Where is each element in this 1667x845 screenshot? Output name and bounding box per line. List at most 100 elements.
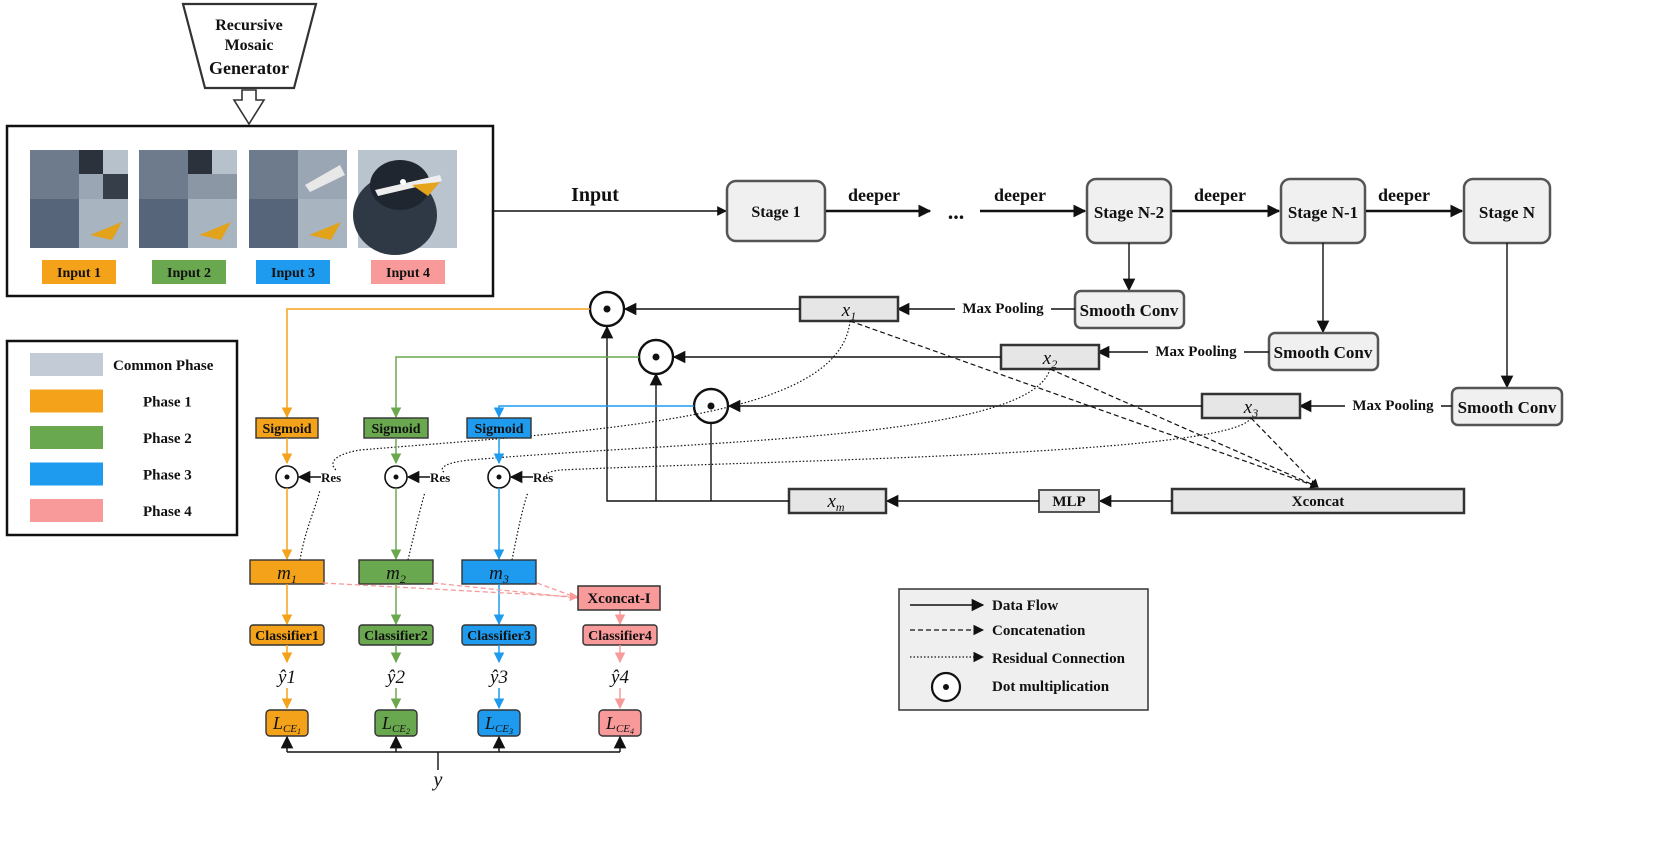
- smooth-conv-1: Smooth Conv: [1073, 289, 1186, 330]
- concat-dash-x2: [1049, 368, 1319, 488]
- legend-phase-1: Phase 1: [30, 389, 192, 413]
- feature-x2: x2: [999, 343, 1101, 371]
- svg-text:x3: x3: [1243, 397, 1258, 420]
- legend-phase-3: Phase 3: [30, 462, 192, 486]
- legend-dot-mult: Dot multiplication: [992, 679, 1110, 695]
- yhat-label-4: ŷ4: [609, 667, 629, 688]
- res-label-1: Res: [321, 470, 341, 485]
- legend-phase-label-4: Phase 4: [143, 504, 192, 520]
- m-label-2: m2: [386, 563, 406, 586]
- phase2-branch-line: [390, 356, 639, 419]
- input-label-text-1: Input 1: [57, 266, 101, 281]
- legend-phase-label-2: Phase 2: [143, 431, 192, 447]
- legend-phase-2: Phase 2: [30, 426, 192, 449]
- dot-mult-3: [692, 387, 730, 425]
- classifier-label-1: Classifier1: [255, 629, 319, 644]
- mosaic-image-2: [139, 150, 237, 248]
- xconcat-box: Xconcat: [1170, 487, 1466, 515]
- ellipsis: ...: [948, 199, 965, 224]
- smooth-conv-1-label: Smooth Conv: [1080, 301, 1179, 320]
- input-label-2: Input 2: [152, 260, 226, 284]
- classifier-label-2: Classifier2: [364, 629, 428, 644]
- maxpool-label-3: Max Pooling: [1352, 398, 1434, 414]
- deeper-label-3: deeper: [1194, 185, 1246, 205]
- residual-curve-x1: [332, 320, 851, 471]
- deeper-label-1: deeper: [848, 185, 900, 205]
- phase3-branch-line: [493, 405, 694, 419]
- legend-residual: Residual Connection: [992, 651, 1126, 667]
- generator-line1: Recursive: [215, 17, 283, 34]
- phase1-branch-line: [281, 308, 590, 419]
- legend-phase-4: Phase 4: [30, 499, 192, 522]
- legend-data-flow: Data Flow: [992, 598, 1058, 614]
- loss-label-3: LCE3: [484, 713, 513, 736]
- feature-x3: x3: [1200, 392, 1302, 420]
- res-label-3: Res: [533, 470, 553, 485]
- input-label-text-4: Input 4: [386, 266, 430, 281]
- m-label-3: m3: [489, 563, 509, 586]
- xconcat-i-label: Xconcat-I: [587, 591, 650, 607]
- bird-image-4: [353, 150, 457, 255]
- legend-concatenation: Concatenation: [992, 623, 1086, 639]
- generator-line3: Generator: [209, 58, 289, 78]
- loss-label-1: LCE1: [272, 713, 301, 736]
- xconcat-i-box: Xconcat-I: [577, 585, 661, 611]
- smooth-conv-3-label: Smooth Conv: [1458, 398, 1557, 417]
- yhat-label-2: ŷ2: [385, 667, 405, 688]
- stage-n-1: Stage N-1: [1279, 177, 1367, 245]
- stage-n-2: Stage N-2: [1085, 177, 1173, 245]
- deeper-label-2: deeper: [994, 185, 1046, 205]
- yhat-label-1: ŷ1: [276, 667, 296, 688]
- legend-phase-label-0: Common Phase: [113, 358, 214, 374]
- dot-mult-2: [637, 338, 675, 376]
- sigmoid-label-1: Sigmoid: [262, 422, 311, 437]
- m-box-1: [249, 559, 325, 585]
- stage-n-2-label: Stage N-2: [1094, 203, 1164, 222]
- generator-line2: Mosaic: [225, 37, 274, 54]
- loss-label-2: LCE2: [381, 713, 410, 736]
- feature-xm: xm: [787, 487, 888, 515]
- y-label: y: [432, 769, 443, 791]
- sigmoid-label-2: Sigmoid: [371, 422, 420, 437]
- concat-i-dash-3: [536, 582, 579, 599]
- dot-mult-1: [588, 290, 626, 328]
- loss-label-4: LCE4: [605, 713, 634, 736]
- legend-phase-label-1: Phase 1: [143, 395, 192, 411]
- concat-i-dash-2: [432, 582, 579, 599]
- input-label-1: Input 1: [42, 260, 116, 284]
- stage-1-label: Stage 1: [751, 204, 800, 221]
- stage-n-1-label: Stage N-1: [1288, 203, 1358, 222]
- concat-dash-x3: [1250, 417, 1319, 488]
- concat-i-dash-1: [322, 582, 579, 602]
- input-label-text-2: Input 2: [167, 266, 211, 281]
- mlp-label: MLP: [1052, 494, 1085, 510]
- maxpool-label-2: Max Pooling: [1155, 344, 1237, 360]
- sigmoid-label-3: Sigmoid: [474, 422, 523, 437]
- mosaic-image-3: [249, 150, 347, 248]
- input-flow-label: Input: [571, 184, 619, 206]
- mosaic-image-1: [30, 150, 128, 248]
- input-label-4: Input 4: [371, 260, 445, 284]
- svg-text:xm: xm: [826, 491, 844, 514]
- xm-to-dot1: [600, 325, 789, 502]
- stage-n: Stage N: [1462, 177, 1552, 245]
- svg-text:x2: x2: [1042, 348, 1057, 371]
- arrow-legend: Data Flow Concatenation Residual Connect…: [898, 588, 1149, 711]
- stage-1: Stage 1: [725, 179, 827, 243]
- legend-phase-0: Common Phase: [30, 353, 214, 376]
- residual-curve-x3: [545, 417, 1252, 477]
- mlp-box: MLP: [1038, 489, 1100, 513]
- classifier-label-3: Classifier3: [467, 629, 531, 644]
- residual-m2: [407, 491, 426, 561]
- classifier-label-4: Classifier4: [588, 629, 652, 644]
- input-label-3: Input 3: [256, 260, 330, 284]
- svg-text:x1: x1: [841, 300, 856, 323]
- maxpool-label-1: Max Pooling: [962, 301, 1044, 317]
- residual-m1: [299, 489, 321, 561]
- residual-curve-x2: [441, 368, 1051, 473]
- smooth-conv-3: Smooth Conv: [1450, 386, 1564, 427]
- res-label-2: Res: [430, 470, 450, 485]
- smooth-conv-2-label: Smooth Conv: [1274, 343, 1373, 362]
